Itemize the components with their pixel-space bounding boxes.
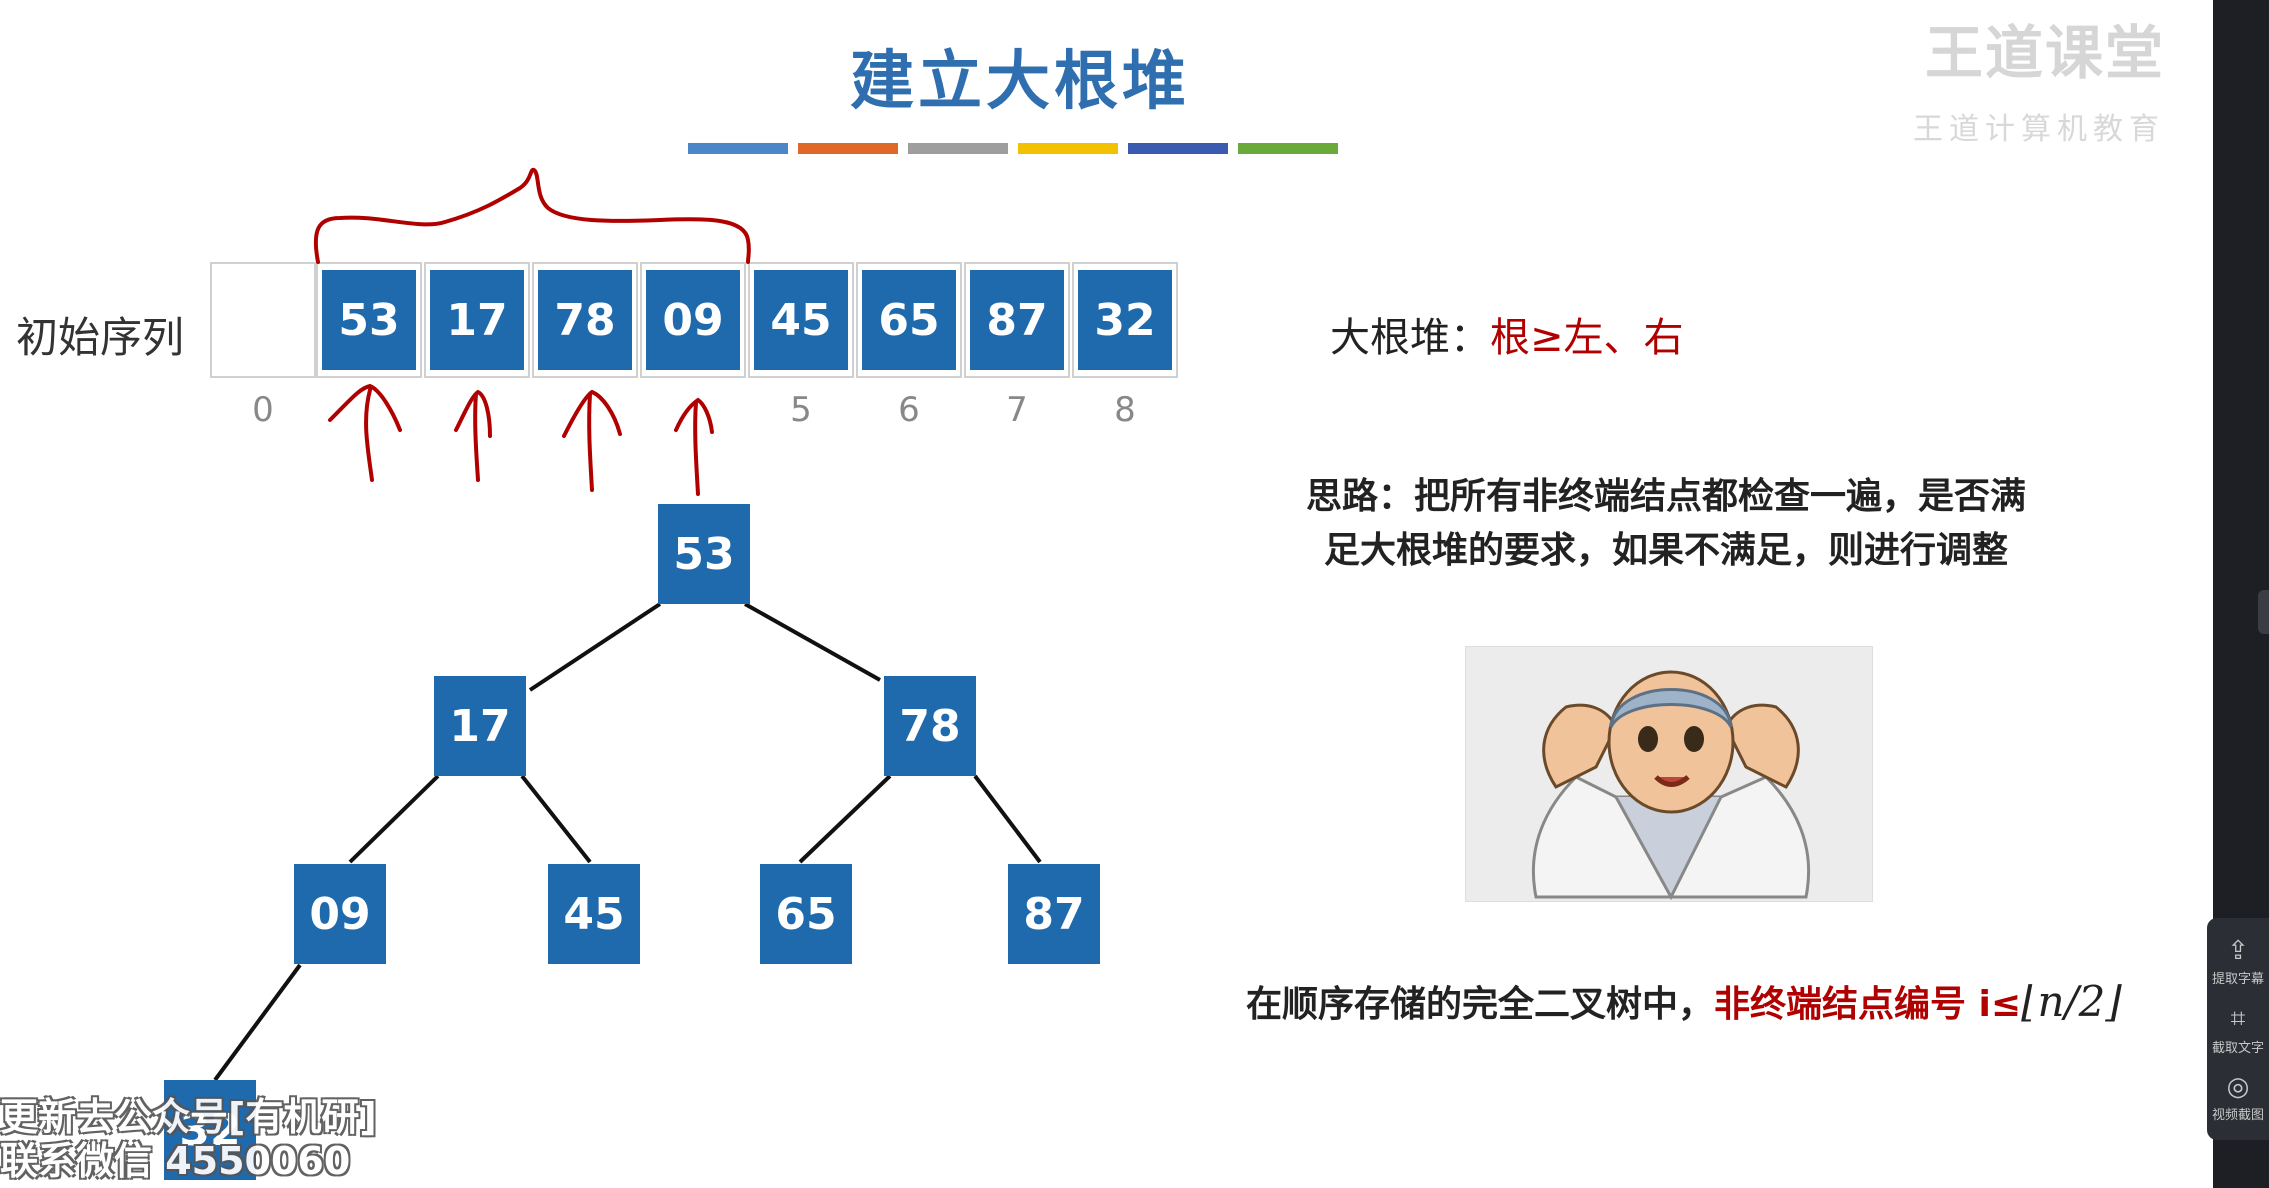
monk-drawing: [1531, 670, 1811, 901]
tool-panel: ⇪ 提取字幕 ⌗ 截取文字 ◎ 视频截图: [2207, 918, 2269, 1140]
array-value: 65: [862, 270, 956, 370]
approach-text: 思路：把所有非终端结点都检查一遍，是否满 足大根堆的要求，如果不满足，则进行调整: [1286, 470, 2046, 578]
thinking-monk-illustration: [1465, 646, 1873, 902]
array-value: 45: [754, 270, 848, 370]
video-screenshot-label: 视频截图: [2211, 1108, 2264, 1123]
tree-node: 09: [294, 864, 386, 964]
subtitle-extract-icon: ⇪: [2227, 936, 2249, 966]
max-heap-rule: 大根堆：根≥左、右: [1330, 305, 1684, 363]
array-cell-2: 17: [424, 262, 530, 378]
tree-node-root: 53: [658, 504, 750, 604]
handwritten-annotations: [313, 167, 751, 496]
array-index: 7: [1006, 390, 1028, 430]
watermark-line-2: 联系微信 4550060: [0, 1139, 351, 1183]
title-bar-blue: [688, 143, 788, 154]
tree-node: 45: [548, 864, 640, 964]
tree-node: 65: [760, 864, 852, 964]
formula-highlight: 非终端结点编号 i≤: [1714, 984, 2022, 1025]
rule-text: 根≥左、右: [1490, 315, 1684, 361]
array-value: 17: [430, 270, 524, 370]
brand-subtitle: 王道计算机教育: [1913, 112, 2165, 147]
array-cell-7: 87: [964, 262, 1070, 378]
array-value: 32: [1078, 270, 1172, 370]
array-cell-4: 09: [640, 262, 746, 378]
extract-subtitle-label: 提取字幕: [2211, 972, 2264, 987]
tree-edges: [213, 602, 1042, 1082]
array-cell-3: 78: [532, 262, 638, 378]
tree-node: 17: [434, 676, 526, 776]
rule-label: 大根堆：: [1330, 315, 1490, 361]
brand-logo: 王道课堂: [1924, 19, 2165, 87]
watermark-line-1: 更新去公众号[有机研]: [0, 1095, 377, 1139]
tree-node: 87: [1008, 864, 1100, 964]
formula-prefix: 在顺序存储的完全二叉树中，: [1246, 984, 1715, 1025]
array-index: 8: [1114, 390, 1136, 430]
sequence-label: 初始序列: [16, 313, 185, 362]
array-index: 0: [252, 390, 274, 430]
title-bar-orange: [798, 143, 898, 154]
array-value: 87: [970, 270, 1064, 370]
array-value: 78: [538, 270, 632, 370]
tree-edges-and-annotations: [213, 167, 1042, 1082]
extract-subtitle-button[interactable]: ⇪ 提取字幕: [2207, 936, 2269, 987]
extract-text-label: 截取文字: [2211, 1041, 2264, 1056]
array-index: 5: [790, 390, 812, 430]
array-cell-1: 53: [316, 262, 422, 378]
formula-text: 在顺序存储的完全二叉树中，非终端结点编号 i≤⌊n/2⌋: [1246, 975, 2122, 1027]
approach-line-2: 足大根堆的要求，如果不满足，则进行调整: [1323, 530, 2008, 571]
title-bar-yellow: [1018, 143, 1118, 154]
formula-expression: ⌊n/2⌋: [2021, 977, 2122, 1026]
video-screenshot-button[interactable]: ◎ 视频截图: [2207, 1072, 2269, 1123]
array-cell-0: [210, 262, 316, 378]
camera-icon: ◎: [2226, 1072, 2250, 1102]
title-bar-green: [1238, 143, 1338, 154]
slide-title: 建立大根堆: [850, 45, 1190, 119]
collapse-handle[interactable]: [2258, 590, 2269, 634]
title-bar-navy: [1128, 143, 1228, 154]
array-cell-5: 45: [748, 262, 854, 378]
extract-text-button[interactable]: ⌗ 截取文字: [2207, 1004, 2269, 1056]
approach-line-1: 思路：把所有非终端结点都检查一遍，是否满: [1305, 476, 2026, 517]
title-bar-gray: [908, 143, 1008, 154]
tree-node: 32: [164, 1080, 256, 1180]
tree-node: 78: [884, 676, 976, 776]
array-value: 09: [646, 270, 740, 370]
array-cell-8: 32: [1072, 262, 1178, 378]
array-value: 53: [322, 270, 416, 370]
array-cell-6: 65: [856, 262, 962, 378]
array-index: 6: [898, 390, 920, 430]
text-extract-icon: ⌗: [2230, 1004, 2246, 1034]
